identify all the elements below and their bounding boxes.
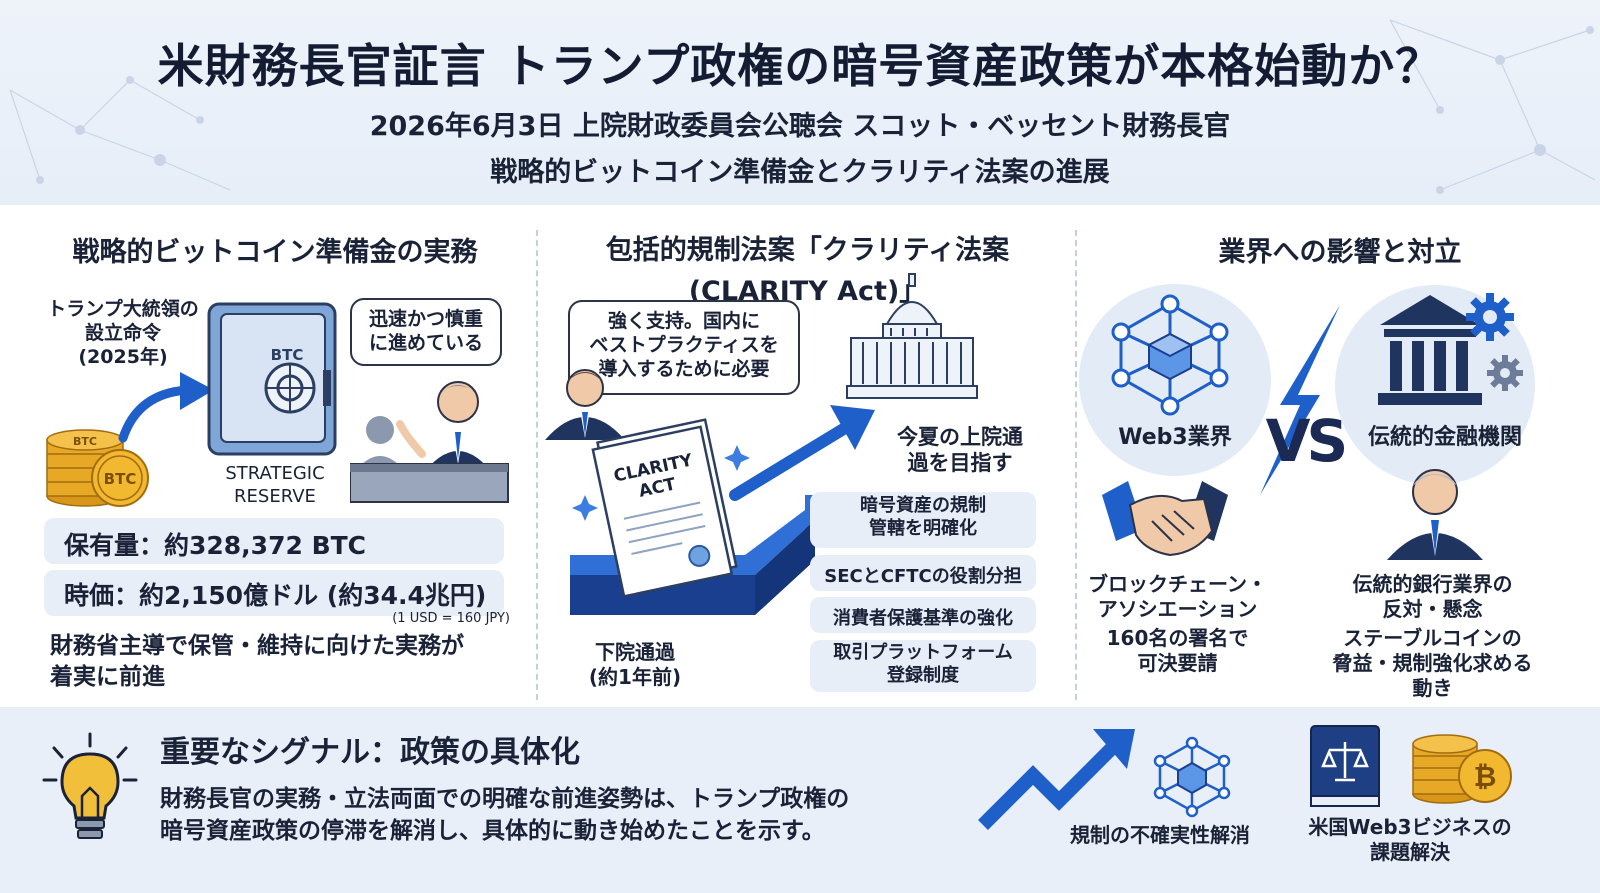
subtitle-topics: 戦略的ビットコイン準備金とクラリティ法案の進展 xyxy=(490,157,1110,188)
value-pill: 時価：約2,150億ドル (約34.4兆円) xyxy=(44,570,504,616)
network-decoration-left xyxy=(9,76,231,191)
middle-column-title: 包括的規制法案「クラリティ法案 (CLARITY Act)」 xyxy=(605,235,1010,307)
page-title: 米財務長官証言 トランプ政権の暗号資産政策が本格始動か？ xyxy=(157,39,1443,93)
house-passed-label: 下院通過 (約1年前) xyxy=(588,640,682,689)
senate-goal-label: 今夏の上院通 過を目指す xyxy=(897,425,1023,476)
holdings-pill: 保有量：約328,372 BTC xyxy=(44,518,504,564)
order-label: トランプ大統領の 設立命令 (2025年) xyxy=(47,298,199,368)
law-book-icon xyxy=(1310,725,1380,807)
bitcoin-symbol: ₿ xyxy=(1474,760,1497,793)
point-sec-cftc: SECとCFTCの役割分担 xyxy=(810,555,1036,591)
coin-label: BTC xyxy=(73,435,97,448)
lightbulb-icon xyxy=(42,732,138,839)
capitol-icon xyxy=(846,273,978,399)
point-platform-registration: 取引プラットフォーム 登録制度 xyxy=(810,640,1036,692)
item-regulatory-certainty: 規制の不確実性解消 xyxy=(1070,823,1250,847)
official-portrait-icon xyxy=(545,369,625,440)
banker-icon xyxy=(1387,469,1483,560)
blockchain-network-icon xyxy=(1111,294,1229,416)
left-summary: 財務省主導で保管・維持に向けた実務が 着実に前進 xyxy=(50,633,464,691)
exchange-rate-note: (1 USD = 160 JPY) xyxy=(392,611,510,626)
handshake-icon xyxy=(1102,481,1228,557)
point-consumer-protection: 消費者保護基準の強化 xyxy=(810,597,1036,633)
signal-title: 重要なシグナル：政策の具体化 xyxy=(160,735,580,770)
network-decoration-right xyxy=(1389,19,1596,194)
treasury-secretary-icon xyxy=(350,381,509,503)
tradfi-description: 伝統的銀行業界の 反対・懸念 ステーブルコインの 脅益・規制強化求める 動き xyxy=(1332,572,1533,700)
coin-label-front: BTC xyxy=(104,470,137,488)
strategic-reserve-label: STRATEGIC RESERVE xyxy=(225,463,325,508)
vs-lightning-icon xyxy=(1260,305,1340,495)
subtitle-hearing: 2026年6月3日 上院財政委員会公聴会 スコット・ベッセント財務長官 xyxy=(369,111,1231,142)
vs-text: VS xyxy=(1265,407,1349,475)
bank-gears-icon xyxy=(1378,293,1523,405)
rising-trend-arrow-icon xyxy=(978,729,1135,830)
left-column-title: 戦略的ビットコイン準備金の実務 xyxy=(72,237,478,268)
speech-bubble-support: 強く支持。国内に ベストプラクティスを 導入するために必要 xyxy=(568,300,800,395)
tradfi-label: 伝統的金融機関 xyxy=(1367,425,1522,450)
column-divider-1 xyxy=(536,230,538,700)
item-web3-business: 米国Web3ビジネスの 課題解決 xyxy=(1308,815,1512,864)
btc-coins-icon: BTC BTC xyxy=(46,429,149,507)
vault-icon: BTC xyxy=(207,302,337,456)
header-banner xyxy=(0,0,1600,205)
arrow-icon xyxy=(118,372,214,443)
web3-label: Web3業界 xyxy=(1118,425,1232,450)
web3-description: ブロックチェーン・ アソシエーション 160名の署名で 可決要請 xyxy=(1088,572,1267,675)
point-jurisdiction: 暗号資産の規制 管轄を明確化 xyxy=(810,492,1036,548)
vault-label: BTC xyxy=(271,346,304,364)
blockchain-small-icon xyxy=(1153,736,1231,818)
column-divider-2 xyxy=(1075,230,1077,700)
signal-text: 財務長官の実務・立法両面での明確な前進姿勢は、トランプ政権の 暗号資産政策の停滞… xyxy=(160,786,850,845)
right-column-title: 業界への影響と対立 xyxy=(1218,237,1462,268)
speech-bubble-treasury: 迅速かつ慎重 に進めている xyxy=(350,298,502,366)
bitcoin-coins-icon: ₿ xyxy=(1412,734,1512,804)
legislation-progress-illustration: CLARITY ACT xyxy=(570,405,875,615)
